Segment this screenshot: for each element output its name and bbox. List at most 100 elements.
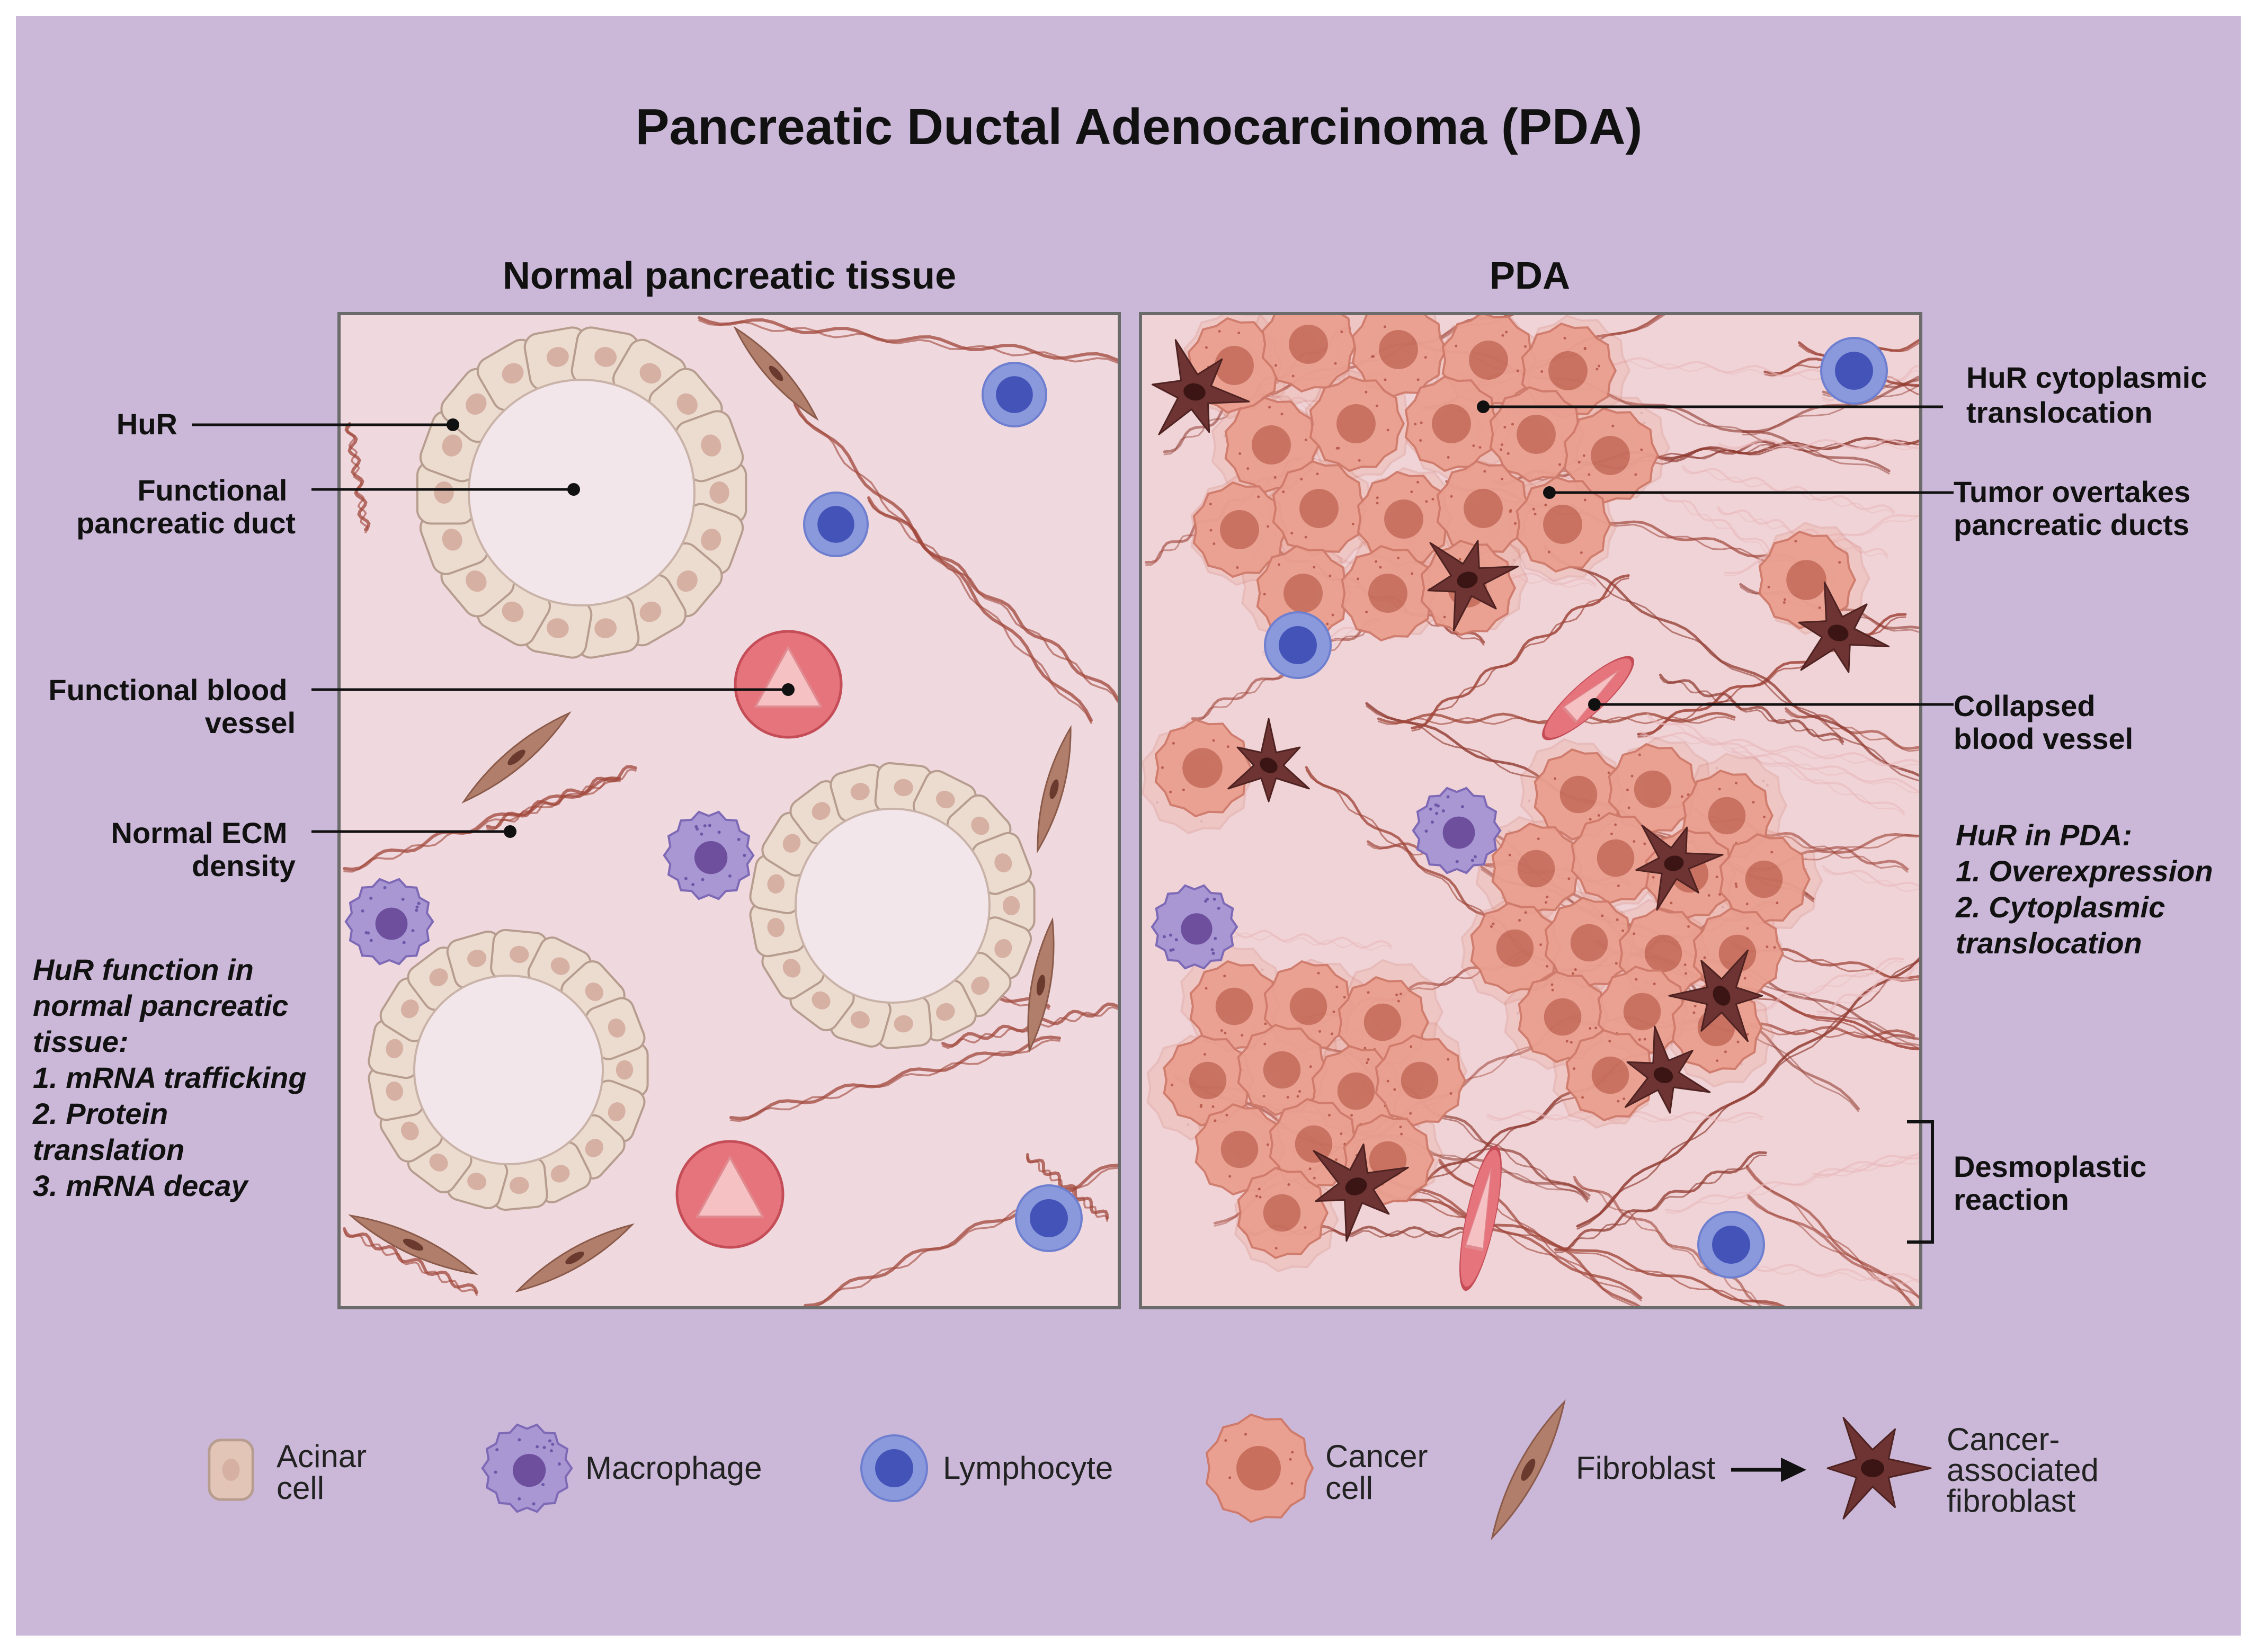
acinar-cell (971, 832, 1032, 895)
cancer-granule (1746, 927, 1749, 930)
macrophage-granule (536, 1445, 539, 1449)
fibroblast-nucleus (1049, 779, 1059, 799)
cancer-granule (1763, 815, 1766, 818)
cancer-granule (1329, 574, 1332, 577)
callout-line: pancreatic ducts (1954, 508, 2189, 541)
cancer-granule (1567, 877, 1571, 880)
macrophage-granule (383, 886, 387, 889)
cancer-nucleus (1236, 1446, 1281, 1490)
cancer-granule (1376, 502, 1379, 505)
cancer-granule (1298, 1090, 1302, 1093)
cancer-granule (1724, 1050, 1727, 1053)
vessel-lumen (1465, 1167, 1492, 1252)
cancer-granule (1316, 472, 1319, 476)
cancer-granule (1483, 470, 1486, 473)
cancer-granule (1383, 325, 1386, 328)
callout-translocation-label: HuR cytoplasmic translocation (1966, 361, 2215, 429)
fiber-strand (1573, 1175, 1781, 1308)
cancer-granule (1574, 968, 1577, 971)
cancer-granule (1300, 478, 1303, 481)
cancer-granule (1365, 611, 1368, 614)
cancer-granule (1508, 853, 1511, 856)
callout-line: Collapsed (1954, 689, 2096, 722)
cancer-nucleus (1543, 505, 1582, 544)
cancer-granule (1643, 421, 1646, 424)
callout-desmoplastic: Desmoplastic reaction (1907, 1120, 2146, 1244)
acinar-nucleus (546, 347, 569, 367)
cancer-granule (1563, 336, 1566, 340)
cancer-cell (1563, 407, 1660, 504)
cancer-granule (1633, 840, 1636, 843)
cancer-associated-fibroblast-icon (1826, 1417, 1932, 1520)
fibroblast (733, 326, 819, 421)
acinar-icon-nucleus (222, 1459, 240, 1481)
cancer-granule (1623, 1097, 1626, 1101)
normal-panel-border (337, 312, 1121, 1309)
cancer-granule (1583, 347, 1586, 351)
fiber-strand (1027, 1156, 1108, 1222)
cancer-granule (1512, 558, 1516, 561)
cancer-granule (1715, 876, 1718, 879)
cancer-granule (1472, 444, 1475, 448)
acinar-nucleus (782, 959, 801, 978)
cancer-cell (1261, 314, 1358, 393)
fiber-strand (1639, 731, 1921, 766)
fiber-strand (1749, 834, 1921, 873)
lymphocyte-nucleus (1030, 1199, 1068, 1237)
macrophage-granule (1473, 855, 1477, 859)
cancer-granule (1263, 593, 1266, 596)
legend-item-fibroblast: Fibroblast (1491, 1399, 1806, 1540)
cancer-granule (1540, 370, 1544, 373)
note-line: normal pancreatic (33, 989, 288, 1022)
cancer-associated-fibroblast (1313, 1143, 1409, 1242)
cancer-nucleus (1289, 987, 1327, 1025)
note-line: 1. Overexpression (1956, 854, 2213, 888)
caf-nucleus (1664, 855, 1684, 871)
cancer-granule (1410, 490, 1413, 494)
cancer-granule (1296, 1095, 1299, 1098)
callout-ecm: Normal ECM density (111, 816, 516, 882)
cancer-granule (1393, 1088, 1396, 1091)
lymphocyte-nucleus (1712, 1226, 1750, 1264)
macrophage-granule (542, 1445, 546, 1449)
cancer-granule (1419, 439, 1422, 442)
cancer-granule (1218, 329, 1221, 333)
acinar-nucleus (608, 1018, 626, 1038)
cancer-granule (1614, 823, 1617, 826)
macrophage-granule (1204, 899, 1208, 903)
fiber-strand (1646, 713, 1905, 814)
fiber-strand (1812, 1151, 1921, 1177)
vessel-lumen (1562, 669, 1620, 723)
callout-duct-label: Functional pancreatic duct (76, 474, 296, 540)
fibroblast (348, 1214, 478, 1275)
cancer-cell (1571, 811, 1663, 905)
hur-function-note: HuR function in normal pancreatic tissue… (32, 953, 315, 1202)
cancer-granule (1736, 1040, 1740, 1043)
acinar-cell (584, 997, 646, 1060)
cancer-granule (1350, 1114, 1353, 1117)
cancer-granule (1511, 423, 1514, 426)
ecm-fiber (1659, 673, 1844, 745)
cancer-granule (1386, 428, 1389, 432)
cancer-granule (1277, 563, 1280, 566)
cancer-granule (1500, 443, 1503, 447)
cancer-granule (1633, 932, 1636, 935)
legend-label: Cancer cell (1325, 1439, 1437, 1506)
macrophage-granule (708, 824, 711, 827)
acinar-nucleus (429, 1153, 448, 1172)
acinar-nucleus (701, 434, 721, 457)
fibroblast (1027, 917, 1055, 1053)
cancer-granule (1313, 1176, 1316, 1180)
desmoplastic-bracket (1907, 1120, 1934, 1244)
cancer-granule (1264, 1022, 1267, 1025)
fiber-strand (1640, 734, 1921, 769)
acinar-nucleus (510, 1176, 529, 1194)
cancer-granule (1291, 374, 1295, 378)
macrophage-granule (518, 1438, 521, 1442)
duct-lumen (795, 808, 991, 1004)
fiber-strand (1732, 942, 1921, 980)
cancer-granule (1205, 346, 1208, 349)
cancer-granule (1518, 919, 1521, 922)
acinar-nucleus (639, 601, 662, 622)
